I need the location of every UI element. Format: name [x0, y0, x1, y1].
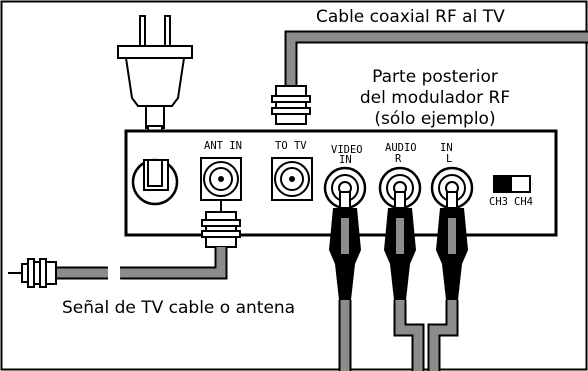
- ch4-label: CH4: [514, 196, 533, 208]
- audio-in-label: IN: [440, 142, 453, 154]
- rca-cables-audio: [393, 300, 459, 371]
- power-inlet: [131, 158, 179, 206]
- signal-source-label: Señal de TV cable o antena: [62, 298, 295, 318]
- rca-plug-audio-l: [436, 181, 468, 300]
- channel-switch: [493, 175, 531, 193]
- cable-to-tv-label: Cable coaxial RF al TV: [316, 7, 505, 27]
- coax-cable-to-tv: [284, 30, 588, 88]
- coax-cable-signal-input: [56, 247, 228, 286]
- to-tv-jack: [271, 157, 313, 201]
- rear-panel-title: Parte posterior del modulador RF (sólo e…: [360, 67, 510, 129]
- power-plug-icon: [117, 15, 193, 129]
- to-tv-label: TO TV: [275, 140, 307, 152]
- rca-plug-video: [329, 181, 361, 300]
- ant-in-jack: [200, 157, 242, 201]
- audio-label: AUDIO: [385, 142, 417, 154]
- coax-connector-signal-end: [8, 258, 57, 288]
- rear-title-line-3: (sólo ejemplo): [374, 109, 495, 129]
- coax-connector-ant-in: [201, 200, 241, 248]
- audio-l-label: L: [446, 153, 452, 165]
- rear-title-line-2: del modulador RF: [360, 88, 510, 108]
- video-in-label: IN: [339, 154, 352, 166]
- audio-r-label: R: [395, 153, 402, 165]
- ch3-label: CH3: [489, 196, 508, 208]
- rca-plug-audio-r: [384, 181, 416, 300]
- video-label: VIDEO: [331, 144, 363, 156]
- rear-title-line-1: Parte posterior: [372, 67, 498, 87]
- coax-connector-to-tv: [271, 85, 311, 125]
- ant-in-label: ANT IN: [204, 140, 242, 152]
